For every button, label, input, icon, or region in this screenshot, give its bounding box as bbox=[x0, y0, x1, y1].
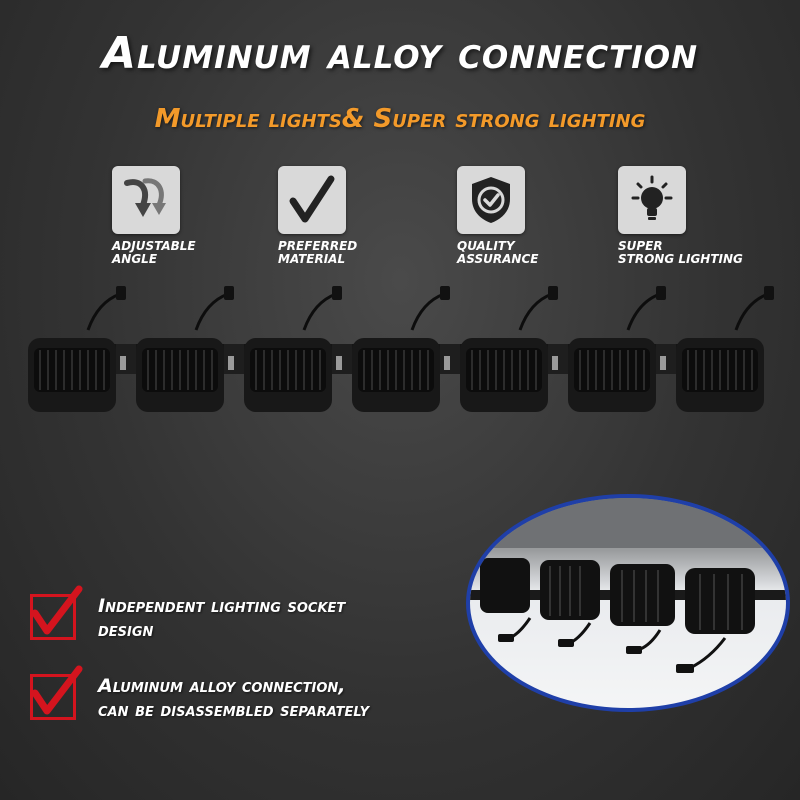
feature-label: ADJUSTABLE ANGLE bbox=[112, 239, 196, 266]
feature-label: SUPER STRONG LIGHTING bbox=[618, 239, 743, 266]
feature-label: QUALITY ASSURANCE bbox=[457, 239, 539, 266]
feature-quality-assurance: QUALITY ASSURANCE bbox=[457, 166, 607, 266]
light-pod bbox=[568, 286, 676, 412]
feature-adjustable-angle: ADJUSTABLE ANGLE bbox=[112, 166, 262, 266]
adjustable-angle-icon bbox=[112, 166, 180, 234]
red-check-icon bbox=[30, 585, 83, 640]
light-bar-image bbox=[20, 282, 780, 422]
installed-lights-photo bbox=[466, 494, 790, 712]
benefit-disassemble: Aluminum alloy connection, can be disass… bbox=[30, 665, 470, 722]
benefit-line: design bbox=[98, 619, 154, 641]
benefit-line: Aluminum alloy connection, bbox=[98, 675, 346, 697]
light-pod bbox=[244, 286, 352, 412]
light-pod bbox=[136, 286, 244, 412]
feature-super-strong-lighting: SUPER STRONG LIGHTING bbox=[618, 166, 768, 266]
benefit-line: Independent lighting socket bbox=[98, 595, 346, 617]
light-bulb-icon bbox=[618, 166, 686, 234]
checkmark-icon bbox=[278, 166, 346, 234]
hero-subtitle: Multiple lights& Super strong lighting bbox=[154, 104, 646, 134]
red-check-icon bbox=[30, 665, 83, 720]
feature-preferred-material: PREFERRED MATERIAL bbox=[278, 166, 428, 266]
benefit-line: can be disassembled separately bbox=[98, 699, 369, 721]
benefit-independent-socket: Independent lighting socket design bbox=[30, 585, 470, 642]
light-pods bbox=[28, 286, 774, 412]
light-pod bbox=[28, 286, 136, 412]
hero-title: Aluminum alloy connection bbox=[101, 28, 699, 79]
quality-shield-icon bbox=[457, 166, 525, 234]
light-pod bbox=[460, 286, 568, 412]
feature-label: PREFERRED MATERIAL bbox=[278, 239, 358, 266]
light-pod bbox=[352, 286, 460, 412]
light-pod bbox=[676, 286, 774, 412]
